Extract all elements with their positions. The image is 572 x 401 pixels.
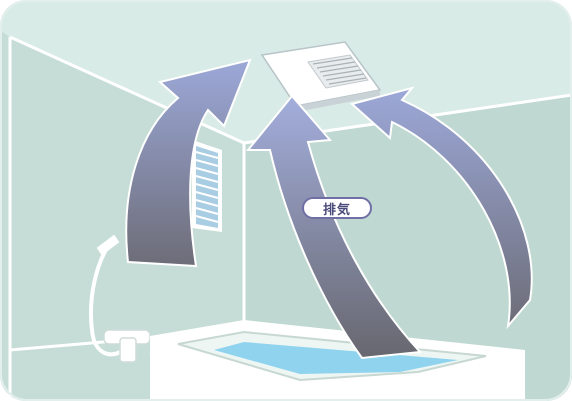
exhaust-label: 排気 (302, 197, 372, 219)
window-louver (192, 140, 222, 232)
